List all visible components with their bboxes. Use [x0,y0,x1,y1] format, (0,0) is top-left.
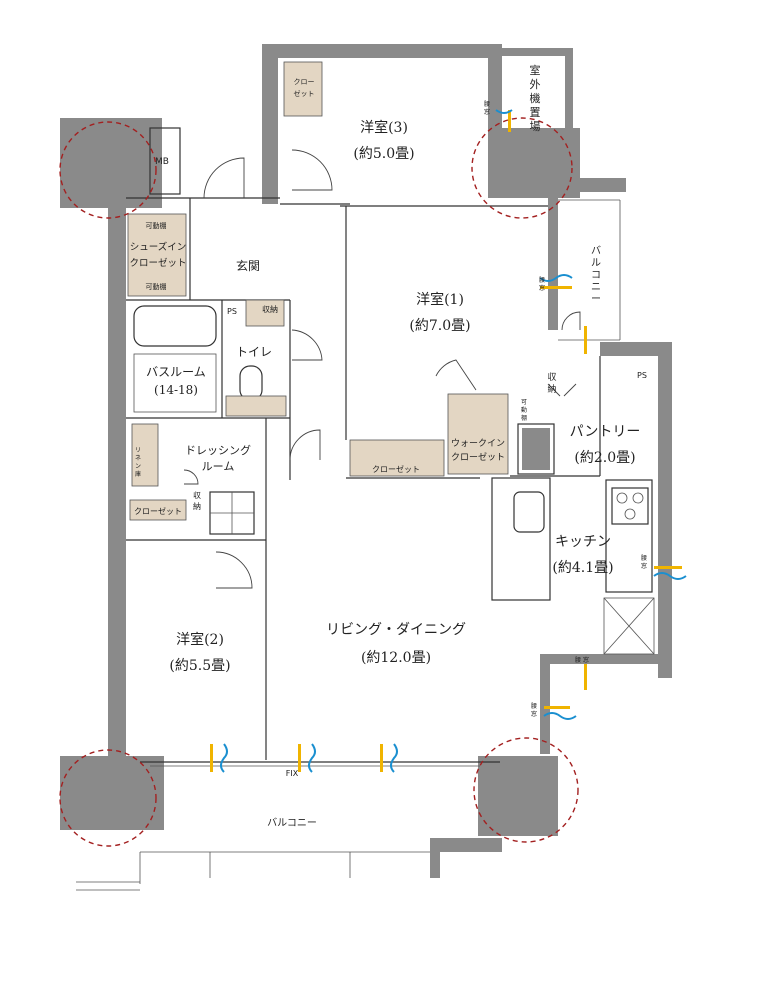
waist-window-3-char-2: 窓 [641,562,647,570]
movable-shelf-v-char-1: 可 [521,399,527,406]
exterior-walls [108,44,672,878]
linen-char-1: リ [135,447,141,454]
ps-label-bath: PS [227,307,237,316]
room-entrance: 玄関 [236,258,260,273]
waist-window-1-char-2: 窓 [484,108,490,116]
outdoor-unit-char-1: 室 [530,63,541,77]
ps-label-pantry: PS [637,371,647,380]
closet-western1 [349,439,445,477]
outdoor-unit-char-4: 置 [530,106,541,119]
room-western3-name: 洋室(3) [360,119,408,136]
waist-window-2-char-1: 腰 [539,277,545,284]
column-bottom-left [60,756,164,830]
walkin-closet-line1: ウォークイン [451,438,505,449]
waist-window-1-char-1: 腰 [484,101,490,108]
outdoor-unit-char-3: 機 [530,91,541,105]
shoes-closet [127,213,187,297]
minor-labels: 可動棚 可動棚 クローゼット クローゼット クロー ゼット MB PS PS F… [134,63,647,829]
fix-label: FIX [286,769,299,778]
balcony-side-char-4: ニ [591,282,601,293]
shoes-closet-line2: クローゼット [129,257,186,269]
structural-columns [60,118,580,836]
room-western2-size: (約5.5畳) [169,658,230,674]
column-top-right [488,128,580,198]
room-living-name: リビング・ダイニング [326,622,466,638]
room-labels: 洋室(3) (約5.0畳) 洋室(1) (約7.0畳) 洋室(2) (約5.5畳… [129,119,640,674]
waist-window-3-char-1: 腰 [641,555,647,562]
column-top-left [60,118,162,208]
balcony-side-char-1: バ [591,245,601,257]
storage-pantry-char-2: 納 [547,383,556,395]
outdoor-unit-char-5: 場 [530,120,541,133]
room-dressing-line1: ドレッシング [185,443,251,457]
storage-dressing-char-1: 収 [193,490,201,500]
room-bath-size: (14-18) [154,383,198,397]
room-pantry-name: パントリー [570,424,641,440]
storage-dressing-char-2: 納 [193,501,201,511]
room-kitchen-name: キッチン [555,534,611,550]
waist-window-2-char-2: 窓 [539,284,545,292]
room-toilet: トイレ [236,345,272,359]
storage-areas [127,61,509,521]
closet-western3-line2: ゼット [294,89,315,98]
outdoor-unit-char-2: 外 [530,78,541,91]
movable-shelf-bottom: 可動棚 [146,282,167,291]
balcony-main-label: バルコニー [267,817,317,829]
interior-partitions [76,127,655,891]
room-western1-size: (約7.0畳) [409,318,470,334]
column-bottom-right [478,756,558,836]
closet-western2-label: クローゼット [134,506,182,516]
waist-window-4-char-1: 腰 [575,657,581,664]
doors [183,149,581,589]
room-living-size: (約12.0畳) [361,650,431,666]
room-western3-size: (約5.0畳) [353,146,414,162]
closet-western2 [129,499,187,521]
storage-entrance-char-1: 収 [262,304,270,314]
balcony-side-char-2: ル [591,258,601,269]
room-kitchen-size: (約4.1畳) [552,560,613,576]
closet-western3 [283,61,323,117]
linen-char-2: ネ [135,455,141,462]
room-dressing-line2: ルーム [202,460,235,473]
room-bath-name: バスルーム [146,365,206,379]
walkin-closet-line2: クローゼット [451,451,505,463]
storage-pantry-char-1: 収 [547,371,556,383]
closet-western3-line1: クロー [294,78,315,86]
room-pantry-size: (約2.0畳) [574,450,635,466]
waist-window-5-char-2: 窓 [531,710,537,718]
room-western2-name: 洋室(2) [176,631,224,648]
linen-storage [131,423,159,487]
balcony-side-char-3: コ [591,270,601,281]
waist-window-4-char-2: 窓 [583,656,589,664]
storage-entrance-char-2: 納 [270,304,278,314]
toilet-shelf [225,395,287,417]
linen-char-4: 庫 [135,470,141,478]
shoes-closet-line1: シューズイン [130,241,187,253]
entrance-storage [245,299,285,327]
balcony-side-char-5: ー [591,294,601,305]
movable-shelf-v-char-3: 棚 [521,414,527,422]
closet-western1-label: クローゼット [372,464,420,474]
room-western1-name: 洋室(1) [416,291,464,308]
movable-shelf-top: 可動棚 [146,221,167,230]
window-markers [210,109,687,773]
movable-shelf-v-char-2: 動 [521,406,527,414]
walkin-closet [447,393,509,475]
waist-window-5-char-1: 腰 [531,703,537,710]
column-highlights [59,117,579,847]
mb-label: MB [155,157,169,167]
linen-char-3: ン [135,463,141,470]
